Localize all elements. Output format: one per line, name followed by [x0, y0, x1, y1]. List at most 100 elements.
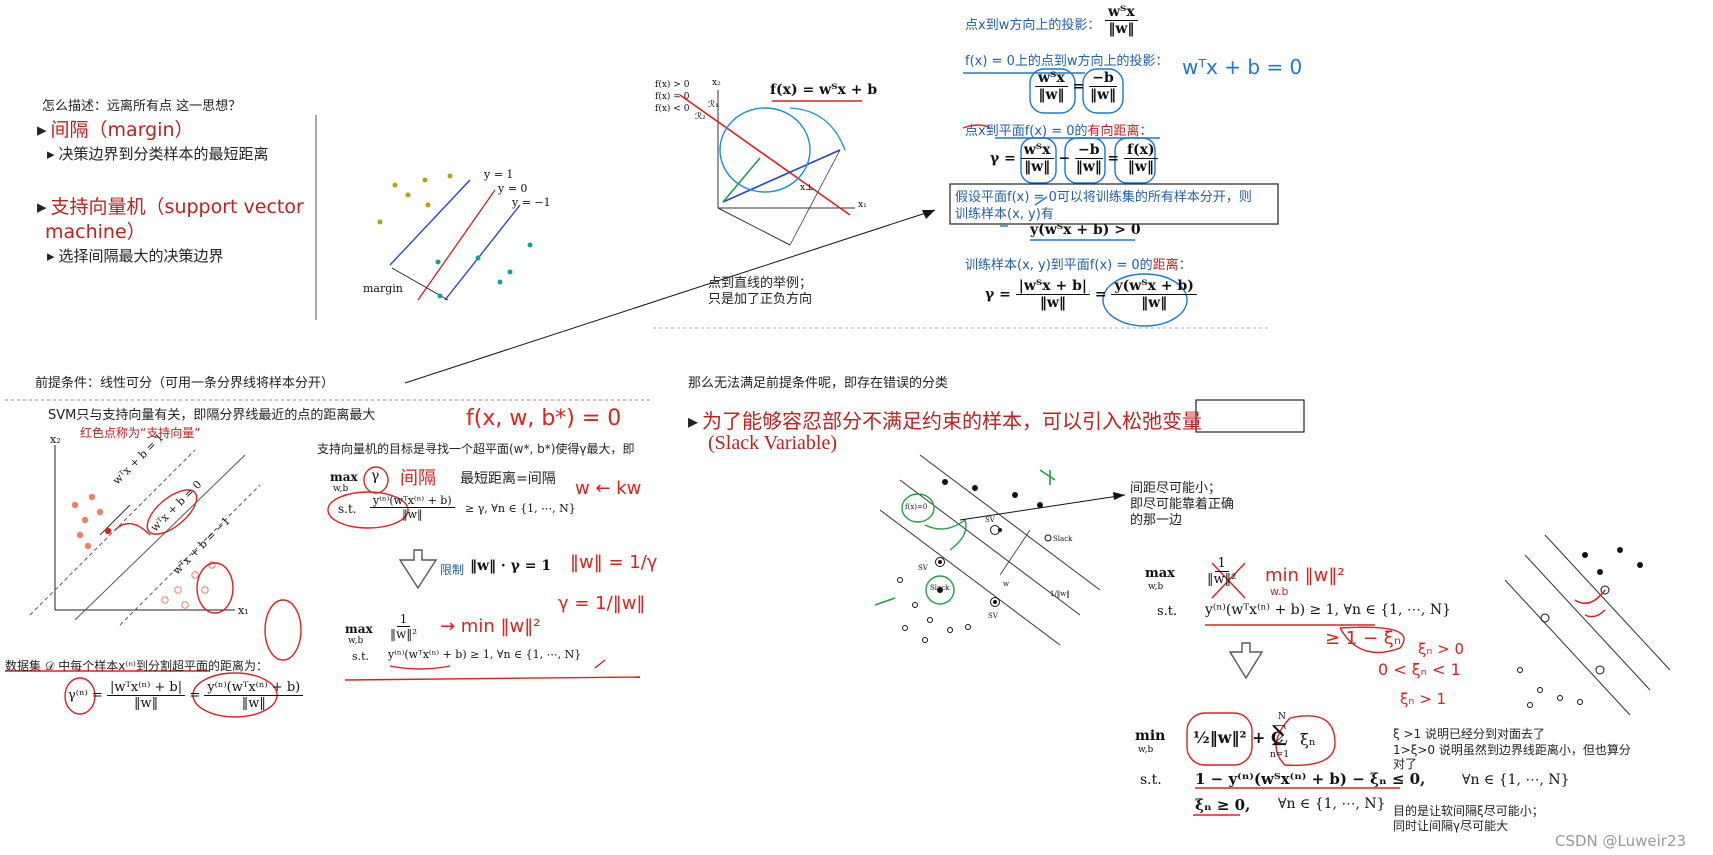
svm-note: SVM只与支持向量有关，即隔分界线最近的点的距离最大 [48, 408, 376, 423]
zero-den1: ‖w‖ [1038, 87, 1065, 103]
hand-min: → min ‖w‖² [440, 616, 541, 637]
sv-label-2: SV [918, 564, 928, 572]
hand-eq: wᵀx + b = 0 [1182, 55, 1303, 79]
hand-gt1: ξₙ > 1 [1400, 690, 1446, 708]
note-3: 的那一边 [1130, 513, 1183, 528]
label-ym1: y = −1 [512, 196, 551, 209]
c3-1: y⁽ⁿ⁾(wᵀx⁽ⁿ⁾ + b) ≥ 1, ∀n ∈ {1, ⋯, N} [1205, 602, 1451, 618]
g-den1: ‖w‖ [1024, 159, 1051, 175]
g-num3: f(x) [1124, 142, 1158, 159]
caption-1: 点到直线的举例； [708, 276, 813, 291]
xi-term: ξₙ [1300, 730, 1316, 749]
x-perp: x⊥ [800, 183, 814, 193]
d-den1: ‖w‖ [1039, 295, 1066, 311]
exp-3: 对了 [1393, 757, 1418, 771]
slack-en: (Slack Variable) [708, 432, 838, 454]
c4-1: 1 − y⁽ⁿ⁾(wᵀx⁽ⁿ⁾ + b) − ξₙ ≤ 0, [1195, 770, 1426, 788]
gamma: γ = [990, 150, 1016, 167]
bullet-margin: 间隔（margin） [37, 115, 194, 142]
g-den2: ‖w‖ [1075, 159, 1102, 175]
arrow-premise [404, 209, 936, 384]
g-den3: ‖w‖ [1127, 159, 1154, 175]
hand-g1: γ = 1/‖w‖ [558, 593, 646, 614]
legend-eq: f(x) = 0 [655, 92, 690, 102]
slack-bullet-text: 为了能够容忍部分不满足约束的样本，可以引入 [702, 409, 1123, 433]
region-r1: ℛ₁ [708, 100, 719, 110]
bottom-mid-annotations [344, 549, 641, 681]
c4-2: ξₙ ≥ 0, [1195, 796, 1251, 814]
m3-frac: 1‖w‖² [1207, 556, 1236, 587]
sub-margin: 决策边界到分类样本的最短距离 [47, 143, 269, 164]
hand-f: f(x, w, b*) = 0 [466, 406, 622, 431]
m3-den: ‖w‖² [1207, 572, 1237, 587]
geometry-figure [679, 90, 862, 246]
gn-num1: |wᵀx⁽ⁿ⁾ + b| [106, 680, 186, 696]
d-gamma: γ = [985, 286, 1011, 303]
caption-2: 只是加了正负方向 [708, 292, 813, 307]
limit-eq: ‖w‖ · γ = 1 [470, 558, 552, 574]
label-y0: y = 0 [498, 182, 528, 195]
sum-bot: n=1 [1270, 750, 1290, 760]
c1-den: ‖w‖ [402, 508, 423, 521]
gn-den1: ‖w‖ [133, 696, 159, 711]
max-1: max [330, 470, 358, 484]
note-2: 即尽可能靠着正确 [1130, 497, 1235, 512]
slack-figure [874, 454, 1126, 646]
max-3-sub: w,b [1148, 582, 1164, 592]
legend-lt: f(x) < 0 [655, 104, 690, 114]
hand-min-2-sub: w.b [1270, 585, 1289, 598]
assume-2: 训练样本(x, y)有 [955, 207, 1054, 222]
premise: 前提条件：线性可分（可用一条分界线将样本分开） [35, 376, 335, 391]
proj-den: ‖w‖ [1108, 21, 1135, 37]
limit-text: 限制 [440, 563, 465, 577]
dist-label-text: 训练样本(x, y)到平面f(x) = 0的 [965, 258, 1153, 273]
g-eq: = [1107, 150, 1120, 167]
g-num1: wᵀx [1020, 142, 1054, 159]
svm-axis-x1: x₁ [238, 604, 249, 617]
sum-sign: ∑ [1272, 722, 1288, 747]
proj-label: 点x到w方向上的投影： [965, 18, 1101, 33]
dist-label-red: 距离： [1152, 258, 1192, 273]
gamma-eq: γ = wᵀx‖w‖ − −b‖w‖ = f(x)‖w‖ [990, 142, 1158, 175]
c2-text: y⁽ⁿ⁾(wᵀx⁽ⁿ⁾ + b) ≥ 1, ∀n ∈ {1, ⋯, N} [388, 648, 582, 661]
c1-frac: y⁽ⁿ⁾(wᵀx⁽ⁿ⁾ + b)‖w‖ [370, 494, 455, 521]
bullet-svm: 支持向量机（support vector [37, 192, 304, 219]
wnorm-label: 1/‖w‖ [1050, 590, 1070, 598]
slack-bullet: 为了能够容忍部分不满足约束的样本，可以引入松弛变量 [688, 405, 1202, 434]
axis-x2: x₂ [712, 78, 721, 88]
st-3: s.t. [1157, 604, 1178, 619]
d-num1: |wᵀx + b| [1015, 278, 1090, 295]
m3-num: 1 [1214, 556, 1229, 572]
gamma-obj: γ [371, 468, 380, 484]
dist-eq: γ = |wᵀx + b|‖w‖ = y(wᵀx + b)‖w‖ [985, 278, 1197, 311]
hand-w: w ← kw [575, 478, 642, 499]
slack-label-2: Slack [930, 584, 950, 592]
slack-label: Slack [1053, 535, 1073, 543]
zero-num1: wᵀx [1035, 70, 1068, 87]
d-num2: y(wᵀx + b) [1111, 278, 1197, 295]
exp-2: 1>ξ>0 说明虽然到边界线距离小，但也算分 [1393, 743, 1631, 757]
max-2: max [345, 622, 373, 636]
m2-frac: 1‖w‖² [390, 612, 417, 641]
assume-1: 假设平面f(x) = 0可以将训练集的所有样本分开，则 [955, 190, 1252, 205]
arrow-premise-head [922, 210, 935, 219]
bullet-svm-2: machine） [45, 221, 146, 243]
m2-den: ‖w‖² [390, 627, 418, 641]
label-y1: y = 1 [484, 168, 514, 181]
red-note: 红色点称为“支持向量” [80, 426, 201, 440]
gn-eq: = [189, 688, 201, 703]
svm-axis-x2: x₂ [50, 433, 61, 446]
g-minus: − [1058, 150, 1071, 167]
shortest-text: 最短距离=间隔 [460, 471, 556, 487]
assumption-box [949, 183, 1279, 225]
st-2: s.t. [352, 650, 370, 663]
objective: ½‖w‖² + C [1193, 728, 1284, 747]
hand-ge: ≥ 1 − ξₙ [1325, 628, 1401, 649]
zero-num2: −b [1089, 70, 1117, 87]
goal-text: 支持向量机的目标是寻找一个超平面(w*, b*)使得γ最大，即 [317, 442, 635, 456]
zero-den2: ‖w‖ [1089, 87, 1117, 103]
min-sub: w,b [1138, 745, 1154, 755]
goal-1: 目的是让软间隔ξ尽可能小； [1393, 804, 1544, 818]
